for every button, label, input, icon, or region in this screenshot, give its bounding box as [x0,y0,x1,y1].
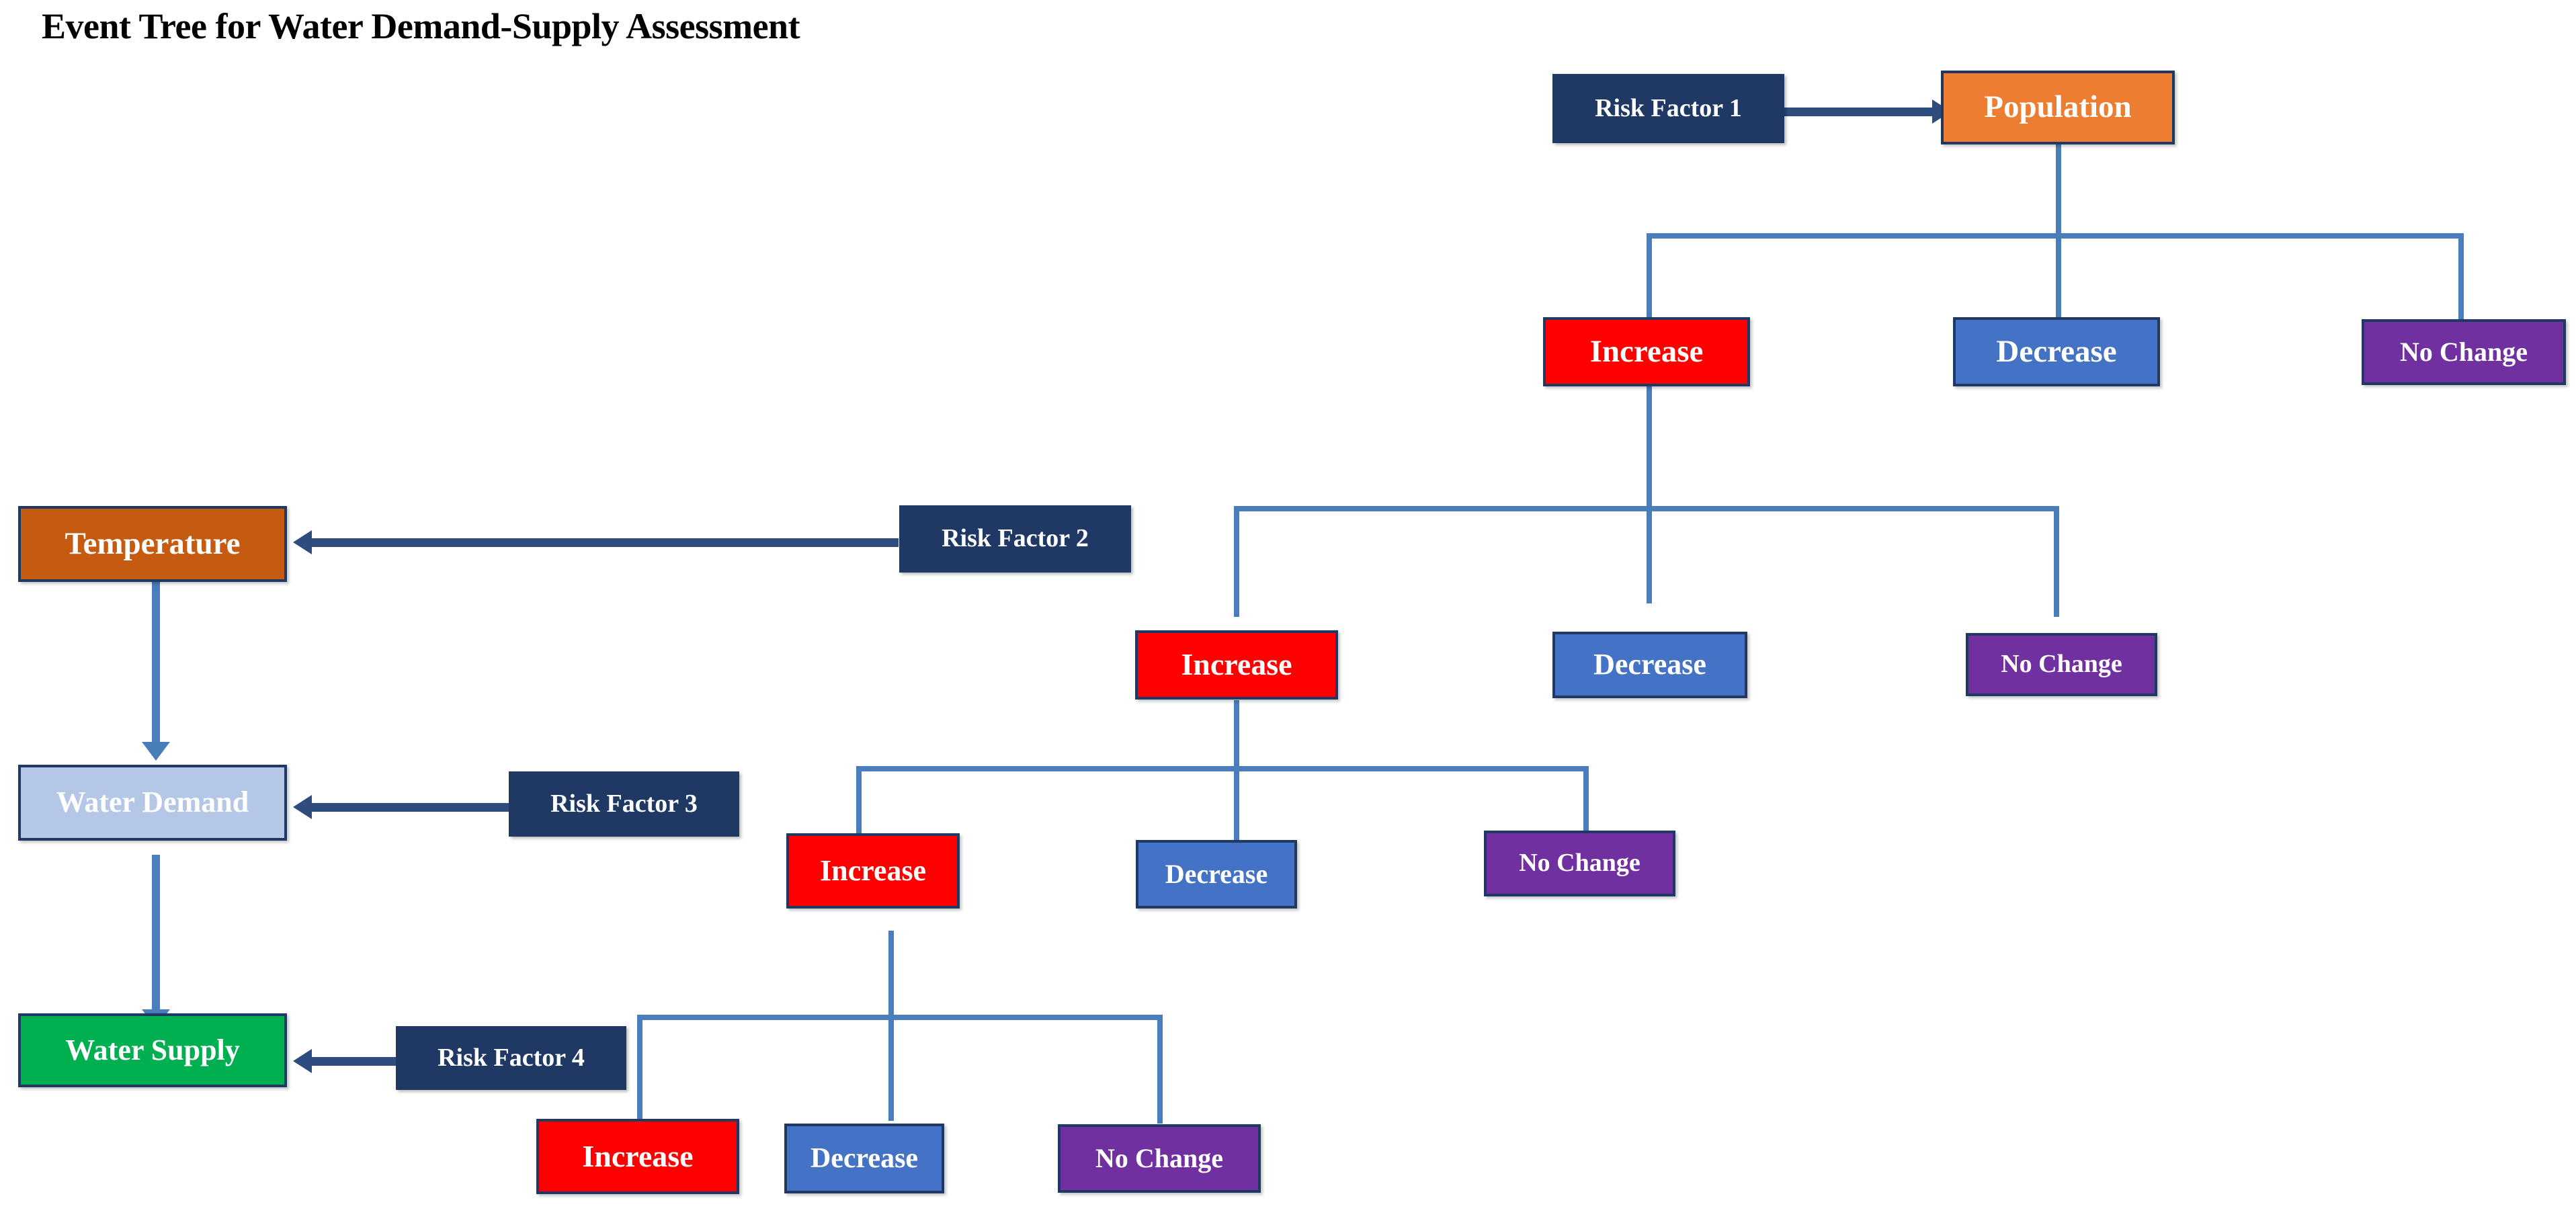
level3-decrease-label: Decrease [1165,859,1268,889]
arrow-risk-factor-3-to-water-demand [293,795,509,819]
temperature-label: Temperature [65,525,241,561]
arrow-water-demand-to-water-supply [142,855,170,1028]
level4-decrease-label: Decrease [810,1142,919,1174]
level2-outcome-increase[interactable]: Increase [1135,630,1338,700]
arrow-temperature-to-water-demand [142,582,170,761]
level1-decrease-label: Decrease [1996,333,2117,369]
connector-level2-bar [1234,506,2059,511]
arrow-risk-factor-4-to-water-supply [293,1049,398,1073]
water-demand-label: Water Demand [56,786,249,819]
level1-outcome-increase[interactable]: Increase [1543,317,1750,386]
level3-increase-label: Increase [819,853,927,887]
variable-box-water-supply[interactable]: Water Supply [18,1013,287,1087]
risk-factor-1-box[interactable]: Risk Factor 1 [1552,74,1784,143]
arrow-risk-factor-1-to-population [1782,99,1951,124]
connector-level1-left-drop [1647,233,1652,321]
connector-level4-bar [637,1015,1163,1020]
connector-level2-left-drop [1234,506,1239,617]
connector-level1-right-drop [2458,233,2464,321]
risk-factor-3-box[interactable]: Risk Factor 3 [509,771,739,837]
risk-factor-3-label: Risk Factor 3 [550,789,698,818]
risk-factor-4-box[interactable]: Risk Factor 4 [396,1026,626,1090]
level4-outcome-increase[interactable]: Increase [536,1119,739,1194]
variable-box-population[interactable]: Population [1941,71,2175,144]
level3-outcome-no-change[interactable]: No Change [1484,831,1675,896]
level2-increase-label: Increase [1181,647,1292,682]
level1-increase-label: Increase [1589,333,1704,369]
level2-outcome-decrease[interactable]: Decrease [1552,632,1747,698]
connector-level3-increase-trunk [888,931,894,1121]
level4-outcome-no-change[interactable]: No Change [1058,1124,1261,1193]
level3-outcome-increase[interactable]: Increase [786,833,960,909]
variable-box-water-demand[interactable]: Water Demand [18,765,287,841]
connector-level2-right-drop [2054,506,2059,617]
population-label: Population [1984,89,2132,125]
connector-level3-left-drop [856,766,862,897]
connector-level3-right-drop [1583,766,1589,840]
arrow-risk-factor-2-to-temperature [293,530,899,554]
level1-no-change-label: No Change [2399,337,2528,367]
connector-population-trunk [2056,143,2061,365]
level2-decrease-label: Decrease [1593,648,1706,681]
risk-factor-1-label: Risk Factor 1 [1595,93,1742,122]
connector-level4-right-drop [1157,1015,1163,1124]
risk-factor-4-label: Risk Factor 4 [438,1043,585,1072]
risk-factor-2-label: Risk Factor 2 [942,524,1089,553]
level2-outcome-no-change[interactable]: No Change [1966,633,2157,696]
level1-outcome-decrease[interactable]: Decrease [1953,317,2160,386]
connector-level3-bar [856,766,1589,771]
water-supply-label: Water Supply [65,1033,240,1066]
level3-no-change-label: No Change [1519,849,1640,878]
connector-level4-left-drop [637,1015,642,1124]
page-title: Event Tree for Water Demand-Supply Asses… [42,6,800,46]
risk-factor-2-box[interactable]: Risk Factor 2 [899,505,1131,573]
level3-outcome-decrease[interactable]: Decrease [1136,840,1297,909]
level2-no-change-label: No Change [2001,650,2122,679]
level4-outcome-decrease[interactable]: Decrease [784,1124,944,1193]
connector-level1-bar [1647,233,2464,239]
level4-no-change-label: No Change [1095,1143,1224,1173]
level4-increase-label: Increase [582,1138,694,1173]
variable-box-temperature[interactable]: Temperature [18,506,287,582]
connector-level1-increase-trunk [1647,385,1652,603]
connector-level2-increase-trunk [1234,700,1239,885]
level1-outcome-no-change[interactable]: No Change [2362,319,2566,385]
